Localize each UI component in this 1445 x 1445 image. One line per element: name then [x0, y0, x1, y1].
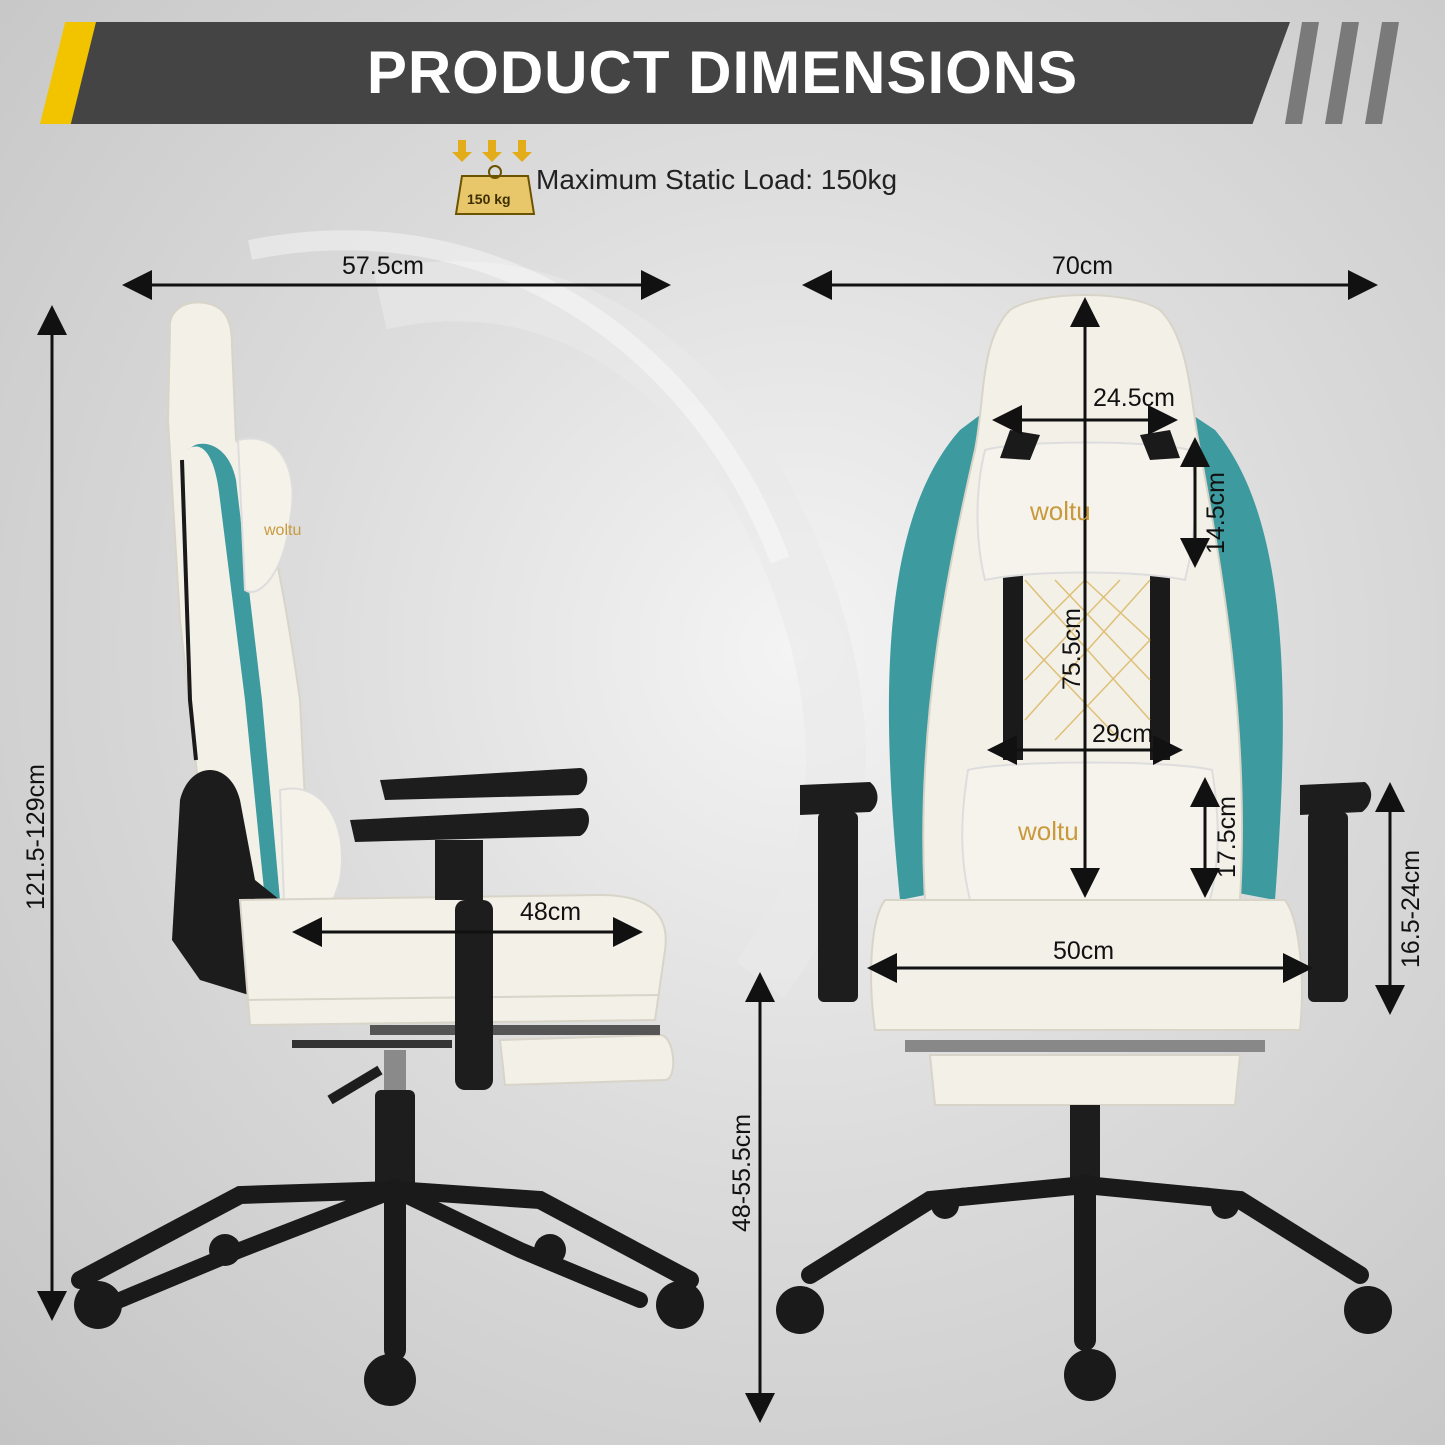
page-title: PRODUCT DIMENSIONS: [366, 39, 1079, 106]
seat-height-label: 48-55.5cm: [728, 1113, 756, 1232]
headrest-logo: woltu: [1029, 496, 1091, 526]
backrest-width-label: 24.5cm: [1093, 384, 1175, 412]
side-width-label: 57.5cm: [342, 252, 424, 280]
headrest-height-label: 14.5cm: [1202, 472, 1230, 554]
lumbar-width-label: 29cm: [1092, 720, 1154, 748]
seat-depth-label: 48cm: [520, 898, 582, 926]
lumbar-height-label: 17.5cm: [1213, 796, 1241, 878]
header-banner: [40, 22, 1290, 124]
seat-width-label: 50cm: [1053, 937, 1115, 965]
front-width-label: 70cm: [1052, 252, 1114, 280]
backrest-height-label: 75.5cm: [1058, 608, 1086, 690]
weight-icon: [452, 140, 536, 215]
side-headrest-logo: woltu: [263, 522, 301, 539]
weight-icon-label: 150 kg: [467, 191, 511, 207]
dimension-arrows: [37, 270, 1405, 1423]
max-load-label: Maximum Static Load: 150kg: [536, 164, 898, 195]
armrest-height-label: 16.5-24cm: [1397, 849, 1425, 968]
lumbar-logo: woltu: [1017, 816, 1079, 846]
side-view-chair: [71, 301, 704, 1406]
total-height-label: 121.5-129cm: [22, 764, 50, 910]
